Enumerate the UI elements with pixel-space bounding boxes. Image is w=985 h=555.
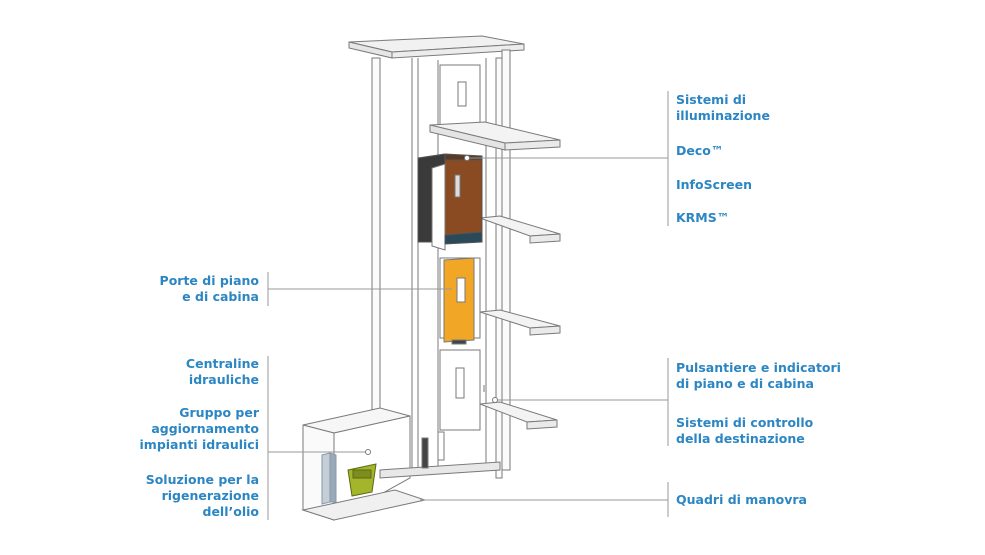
floor-slabs: [429, 121, 561, 430]
label-line: dell’olio: [202, 504, 260, 519]
label-line: Quadri di manovra: [676, 492, 807, 507]
label-line: Gruppo per: [179, 405, 259, 420]
label-line: di piano e di cabina: [676, 376, 814, 391]
leader-lines: [267, 91, 669, 520]
label-doors: Porte di piano e di cabina: [160, 273, 259, 305]
label-line: Sistemi di controllo: [676, 415, 814, 430]
label-destination-control: Sistemi di controllo della destinazione: [676, 415, 813, 447]
label-line: Deco™: [676, 143, 724, 158]
label-line: aggiornamento: [151, 421, 259, 436]
label-infoscreen: InfoScreen: [676, 177, 752, 193]
label-line: Centraline: [185, 356, 259, 371]
label-line: Soluzione per la: [145, 472, 259, 487]
label-line: della destinazione: [676, 431, 805, 446]
label-line: impianti idraulici: [139, 437, 259, 452]
label-oil-solution: Soluzione per la rigenerazione dell’olio: [146, 472, 259, 520]
lower-landing-door: [439, 349, 485, 431]
label-upgrade-group: Gruppo per aggiornamento impianti idraul…: [140, 405, 259, 453]
label-line: Porte di piano: [159, 273, 259, 288]
label-line: KRMS™: [676, 210, 730, 225]
label-line: idrauliche: [188, 372, 259, 387]
hydraulic-machine: [321, 452, 377, 505]
label-line: e di cabina: [182, 289, 259, 304]
label-line: InfoScreen: [676, 177, 753, 192]
label-line: illuminazione: [676, 108, 770, 123]
top-floor-door: [439, 64, 481, 126]
label-deco: Deco™: [676, 143, 723, 159]
label-push-buttons: Pulsantiere e indicatori di piano e di c…: [676, 360, 841, 392]
elevator-cabin: [417, 153, 483, 251]
label-lighting-systems: Sistemi di illuminazione: [676, 92, 770, 124]
label-control-panels: Quadri di manovra: [676, 492, 807, 508]
label-line: Sistemi di: [676, 92, 747, 107]
label-line: rigenerazione: [161, 488, 259, 503]
elevator-shaft: [348, 35, 525, 479]
landing-door-yellow: [439, 257, 481, 345]
label-krms: KRMS™: [676, 210, 729, 226]
connector-dots: [365, 155, 498, 455]
label-power-units: Centraline idrauliche: [186, 356, 259, 388]
label-line: Pulsantiere e indicatori: [676, 360, 841, 375]
